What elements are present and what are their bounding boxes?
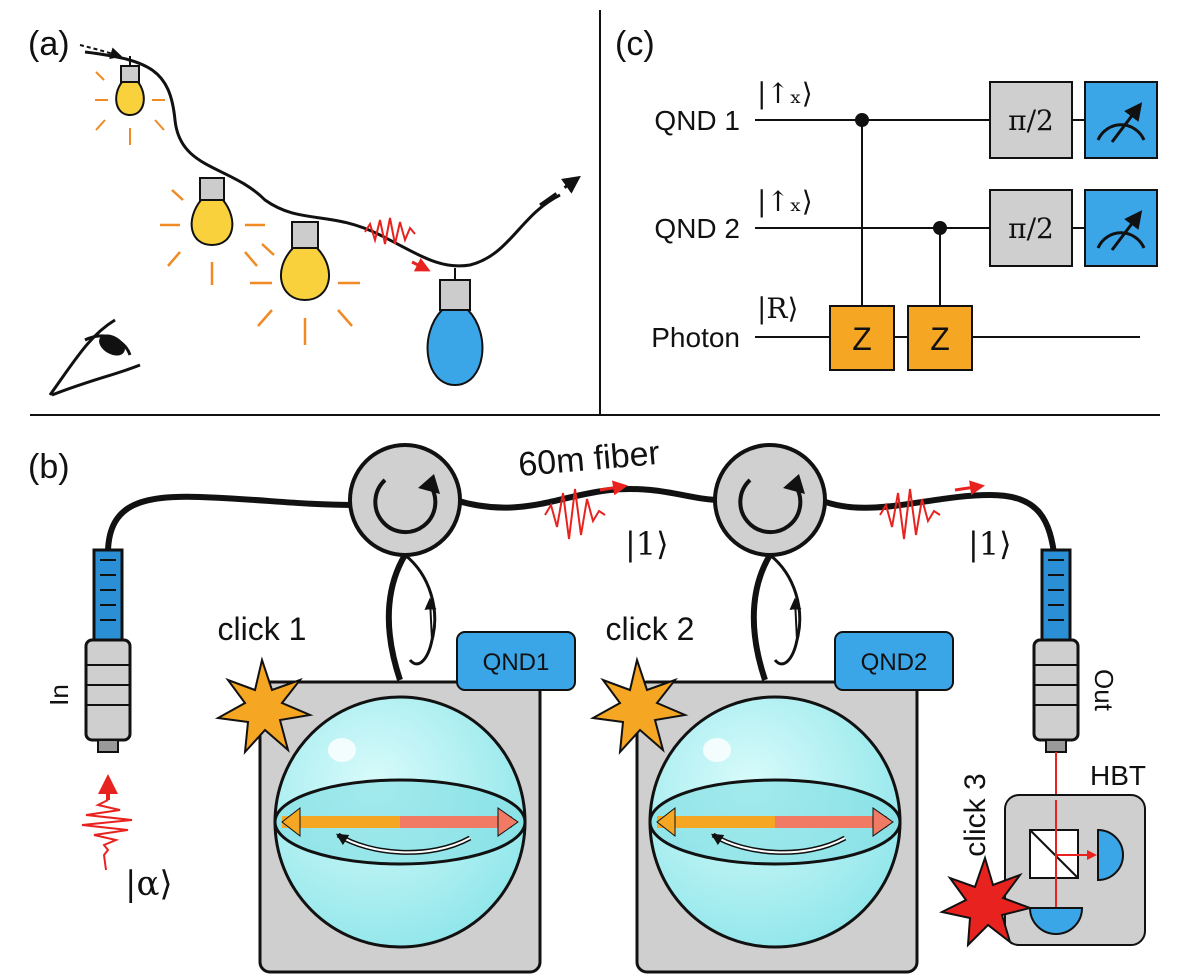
click-1-label: click 1	[218, 611, 307, 647]
rotation-gate-1	[989, 81, 1073, 159]
rotation-gate-1-label: π/2	[1008, 104, 1054, 137]
photon-wavepacket-icon	[544, 488, 606, 540]
click-star-icon	[589, 656, 689, 755]
click-2-label: click 2	[606, 611, 695, 647]
input-state-label: |α⟩	[125, 864, 173, 904]
qubit-label-qnd1: QND 1	[654, 105, 740, 136]
photon-state-label-1: |1⟩	[625, 525, 669, 563]
circulator-2	[713, 443, 827, 557]
control-dot	[933, 221, 947, 235]
photon-wavepacket-icon	[364, 217, 416, 245]
panel-a-string-of-bulbs	[48, 44, 581, 397]
qnd2-label: QND2	[861, 649, 928, 676]
z-gate-2	[907, 305, 973, 371]
circuit-diagram: QND 1 QND 2 Photon |↑ₓ⟩ |↑ₓ⟩ |R⟩ Z Z π/2…	[651, 77, 1158, 371]
initial-state-qnd2: |↑ₓ⟩	[757, 185, 813, 218]
fiber-label: 60m fiber	[517, 434, 662, 484]
optical-fiber	[105, 486, 1058, 561]
panel-label-b: (b)	[28, 448, 70, 486]
qnd1-badge	[456, 631, 576, 691]
lit-bulb-icon	[160, 177, 265, 285]
qubit-label-photon: Photon	[651, 322, 740, 353]
measurement-meter-icon	[1084, 81, 1158, 159]
rotation-gate-2	[989, 189, 1073, 267]
initial-state-qnd1: |↑ₓ⟩	[757, 77, 813, 110]
output-connector-icon	[1032, 548, 1080, 753]
output-label: Out	[1089, 669, 1119, 712]
qnd-node-1	[258, 680, 542, 974]
click-star-icon	[214, 656, 314, 755]
panel-label-c: (c)	[615, 25, 655, 63]
eye-icon	[48, 318, 141, 397]
input-connector-icon	[84, 548, 132, 753]
qubit-label-qnd2: QND 2	[654, 213, 740, 244]
control-dot	[855, 113, 869, 127]
lit-bulb-icon	[250, 221, 360, 345]
panel-label-a: (a)	[28, 25, 70, 63]
z-gate-2-label: Z	[930, 321, 950, 357]
input-label: In	[44, 684, 74, 706]
z-gate-1-label: Z	[852, 321, 872, 357]
measurement-meter-icon	[1084, 189, 1158, 267]
rotation-gate-2-label: π/2	[1008, 212, 1054, 245]
setup-diagram: 60m fiber |1⟩ |1⟩ In |α⟩ Out	[44, 434, 1146, 974]
photon-state-label-2: |1⟩	[968, 525, 1012, 563]
photon-wavepacket-icon	[879, 488, 941, 540]
click-3-label: click 3	[959, 773, 992, 856]
lit-bulb-icon	[95, 56, 165, 145]
unlit-bulb-icon	[426, 268, 484, 387]
qnd1-label: QND1	[483, 649, 550, 676]
qnd2-badge	[834, 631, 954, 691]
z-gate-1	[829, 305, 895, 371]
detector-icon	[1097, 828, 1124, 882]
hbt-label: HBT	[1090, 760, 1146, 791]
hbt-detector	[1004, 794, 1146, 946]
circulator-1	[348, 443, 462, 557]
click-star-icon	[939, 854, 1034, 948]
detector-icon	[1028, 907, 1084, 935]
input-wavepacket-icon	[81, 799, 133, 871]
initial-state-photon: |R⟩	[757, 292, 798, 325]
qnd-node-2	[635, 680, 919, 974]
